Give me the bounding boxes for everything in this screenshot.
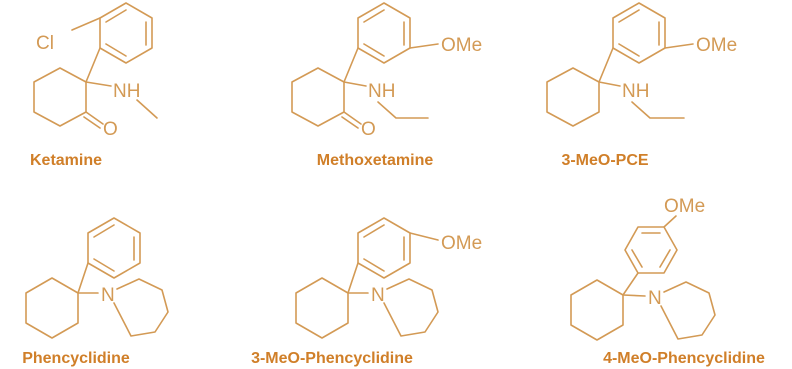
molecule-name: 3-MeO-PCE: [561, 152, 648, 169]
cyclohexanone-ring: [291, 67, 345, 127]
benzene-ring: [612, 2, 666, 64]
molecule-4-meo-phencyclidine: OMe N 4-MeO-Phencyclidine: [570, 196, 765, 367]
methyl-bond: [136, 99, 158, 119]
n-bond: [85, 81, 112, 87]
ome-bond: [409, 43, 439, 49]
azepane-ring: [383, 278, 439, 337]
aryl-bond: [343, 47, 359, 83]
cyclohexane-ring: [570, 279, 624, 341]
ethyl-bond: [631, 101, 685, 119]
nh-label: NH: [368, 81, 395, 102]
nitrogen-label: N: [648, 288, 662, 309]
benzene-ring: [624, 226, 678, 274]
aromatic-bonds: [363, 9, 405, 57]
ethyl-bond: [377, 101, 429, 119]
aromatic-bonds: [363, 224, 405, 272]
benzene-ring: [99, 2, 153, 64]
nh-label: NH: [622, 81, 649, 102]
ome-bond: [664, 43, 694, 49]
aromatic-bonds: [93, 224, 135, 272]
molecule-name: 4-MeO-Phencyclidine: [603, 350, 765, 367]
molecule-name: Phencyclidine: [22, 350, 130, 367]
methoxy-label: OMe: [441, 233, 482, 254]
methoxy-label: OMe: [441, 35, 482, 56]
cyclohexanone-ring: [33, 67, 87, 127]
aromatic-bonds: [618, 9, 660, 57]
aryl-bond: [622, 272, 639, 296]
chlorine-label: Cl: [36, 33, 54, 54]
molecule-3-meo-pce: OMe NH 3-MeO-PCE: [546, 2, 737, 169]
aromatic-bonds: [631, 232, 671, 268]
molecule-name: Methoxetamine: [317, 152, 434, 169]
cyclohexane-ring: [546, 67, 600, 127]
nitrogen-label: N: [101, 285, 115, 306]
molecule-name: Ketamine: [30, 152, 102, 169]
molecule-3-meo-phencyclidine: OMe N 3-MeO-Phencyclidine: [251, 217, 482, 367]
methoxy-label: OMe: [664, 196, 705, 217]
molecule-phencyclidine: N Phencyclidine: [22, 217, 169, 367]
cyclohexane-ring: [25, 277, 79, 339]
benzene-ring: [357, 2, 411, 64]
n-bond: [343, 81, 367, 87]
methoxy-label: OMe: [696, 35, 737, 56]
azepane-ring: [113, 278, 169, 337]
ome-bond: [409, 232, 439, 241]
aryl-bond: [347, 262, 359, 294]
molecule-methoxetamine: OMe O NH Methoxetamine: [291, 2, 482, 169]
aryl-bond: [77, 262, 89, 294]
aromatic-bonds: [105, 9, 147, 57]
carbonyl-bond: [85, 111, 104, 125]
ome-bond: [663, 215, 677, 228]
aryl-bond: [85, 47, 101, 83]
cl-bond: [71, 17, 101, 31]
molecule-name: 3-MeO-Phencyclidine: [251, 350, 413, 367]
nh-label: NH: [113, 81, 140, 102]
azepane-ring: [660, 281, 716, 340]
aryl-bond: [598, 47, 614, 83]
oxygen-label: O: [103, 119, 118, 140]
oxygen-label: O: [361, 119, 376, 140]
carbonyl-bond: [343, 111, 362, 125]
nitrogen-label: N: [371, 285, 385, 306]
molecule-ketamine: Cl O NH Ketamine: [30, 2, 158, 169]
benzene-ring: [87, 217, 141, 279]
benzene-ring: [357, 217, 411, 279]
n-bond: [622, 294, 646, 297]
cyclohexane-ring: [295, 277, 349, 339]
n-bond: [598, 81, 621, 87]
